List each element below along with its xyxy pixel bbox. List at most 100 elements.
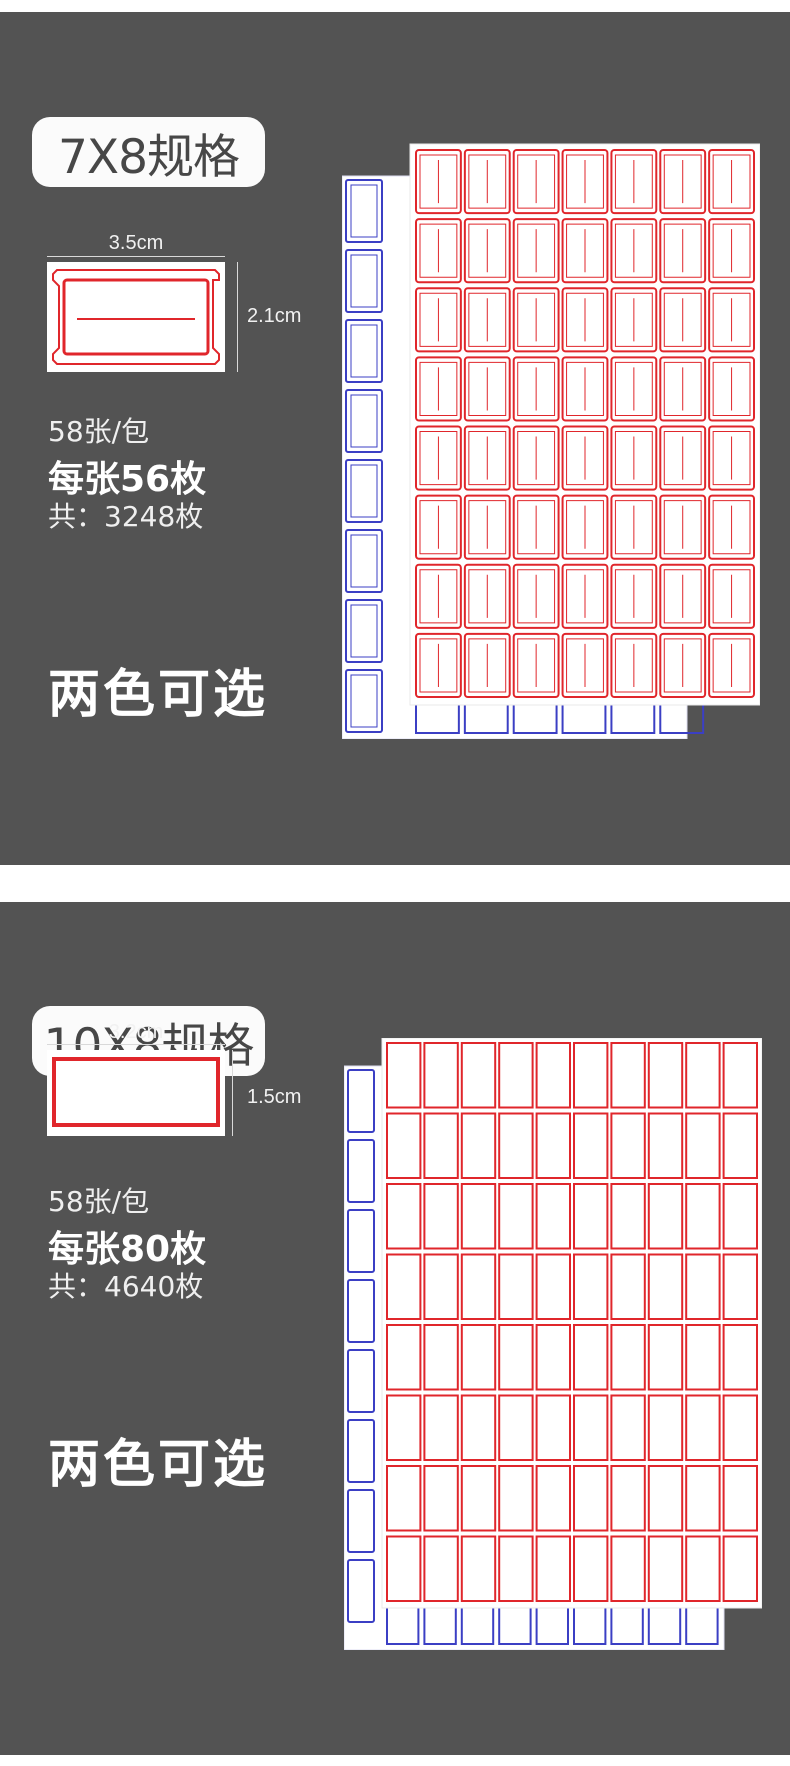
red-label-inner <box>663 361 702 416</box>
red-label <box>463 494 511 560</box>
red-label-inner <box>614 431 653 486</box>
red-label <box>708 287 755 353</box>
red-label <box>463 632 511 698</box>
red-label-inner <box>614 292 653 347</box>
red-label <box>722 1112 759 1179</box>
red-label-inner <box>566 638 604 693</box>
red-label <box>647 1042 684 1109</box>
red-label <box>610 494 658 560</box>
red-label-inner <box>712 638 751 693</box>
red-label <box>659 218 707 284</box>
red-label <box>573 1394 609 1461</box>
red-label <box>460 1112 497 1179</box>
red-label <box>708 425 755 491</box>
red-label-inner <box>614 223 653 278</box>
width-dimension-line <box>47 256 225 257</box>
sheets-per-pack: 58张/包 <box>48 1185 150 1218</box>
red-label <box>659 287 707 353</box>
label-sheets-drawing <box>342 143 760 739</box>
red-label-inner <box>419 431 458 486</box>
red-label-inner <box>517 361 556 416</box>
label-sheets-illustration <box>342 131 760 739</box>
blue-label-inner <box>350 394 378 448</box>
red-label <box>512 149 560 215</box>
blue-label-inner <box>350 184 378 238</box>
blue-label <box>345 319 383 383</box>
red-label <box>460 1535 497 1602</box>
red-label <box>708 218 755 284</box>
red-label <box>498 1394 534 1461</box>
width-dimension-line <box>47 1044 225 1045</box>
red-label <box>460 1324 497 1391</box>
red-label <box>610 1253 646 1320</box>
red-label-inner <box>468 223 507 278</box>
red-label-inner <box>468 569 507 624</box>
blue-label <box>345 529 383 593</box>
red-label <box>512 563 560 629</box>
red-label <box>573 1535 609 1602</box>
red-label <box>535 1112 572 1179</box>
label-sample-image <box>47 1050 225 1136</box>
red-label <box>722 1324 759 1391</box>
labels-per-sheet: 每张56枚 <box>48 459 207 500</box>
red-label <box>561 494 609 560</box>
red-label-inner <box>663 500 702 555</box>
red-label <box>561 149 609 215</box>
red-label <box>423 1394 459 1461</box>
red-label-inner <box>566 223 604 278</box>
blue-label <box>345 389 383 453</box>
spec-panel-10x8: 10X8规格 3.2cm 1.5cm 58张/包 每张80枚 共：4640枚 两… <box>0 902 790 1755</box>
total-labels: 共：4640枚 <box>48 1270 204 1303</box>
red-label <box>460 1253 497 1320</box>
height-dimension-line <box>237 262 238 372</box>
red-label <box>512 356 560 422</box>
blue-label <box>345 179 383 243</box>
red-label <box>463 218 511 284</box>
red-label <box>460 1465 497 1532</box>
red-label-inner <box>566 361 604 416</box>
blue-label <box>347 1279 375 1343</box>
red-label-inner <box>712 154 751 209</box>
red-label <box>573 1465 609 1532</box>
red-label <box>498 1535 534 1602</box>
blue-label <box>345 669 383 733</box>
red-label <box>561 425 609 491</box>
red-label <box>685 1253 721 1320</box>
red-label-inner <box>419 154 458 209</box>
red-label <box>386 1535 422 1602</box>
red-label <box>386 1465 422 1532</box>
blue-label-inner <box>350 674 378 728</box>
label-sheets-drawing <box>344 1038 762 1650</box>
red-label-inner <box>566 431 604 486</box>
red-label <box>535 1324 572 1391</box>
red-label-inner <box>419 223 458 278</box>
red-label <box>573 1183 609 1250</box>
red-label <box>573 1112 609 1179</box>
blue-label <box>345 249 383 313</box>
red-label-sheet <box>409 143 760 706</box>
height-dimension-label: 1.5cm <box>247 1086 302 1108</box>
red-label-inner <box>663 638 702 693</box>
red-label <box>463 287 511 353</box>
red-label <box>659 149 707 215</box>
red-label <box>463 563 511 629</box>
red-label-inner <box>468 431 507 486</box>
red-label <box>647 1183 684 1250</box>
red-label <box>722 1394 759 1461</box>
red-label-sheet <box>381 1038 762 1609</box>
red-label <box>685 1465 721 1532</box>
red-label-inner <box>663 569 702 624</box>
red-label-inner <box>419 569 458 624</box>
red-label <box>561 356 609 422</box>
red-label <box>659 632 707 698</box>
red-label <box>498 1042 534 1109</box>
red-label-inner <box>517 223 556 278</box>
red-label <box>512 287 560 353</box>
height-dimension-line <box>232 1050 233 1136</box>
red-label-inner <box>614 569 653 624</box>
blue-label <box>345 599 383 663</box>
red-label-inner <box>468 500 507 555</box>
red-label <box>561 218 609 284</box>
red-label <box>610 287 658 353</box>
red-label <box>386 1042 422 1109</box>
